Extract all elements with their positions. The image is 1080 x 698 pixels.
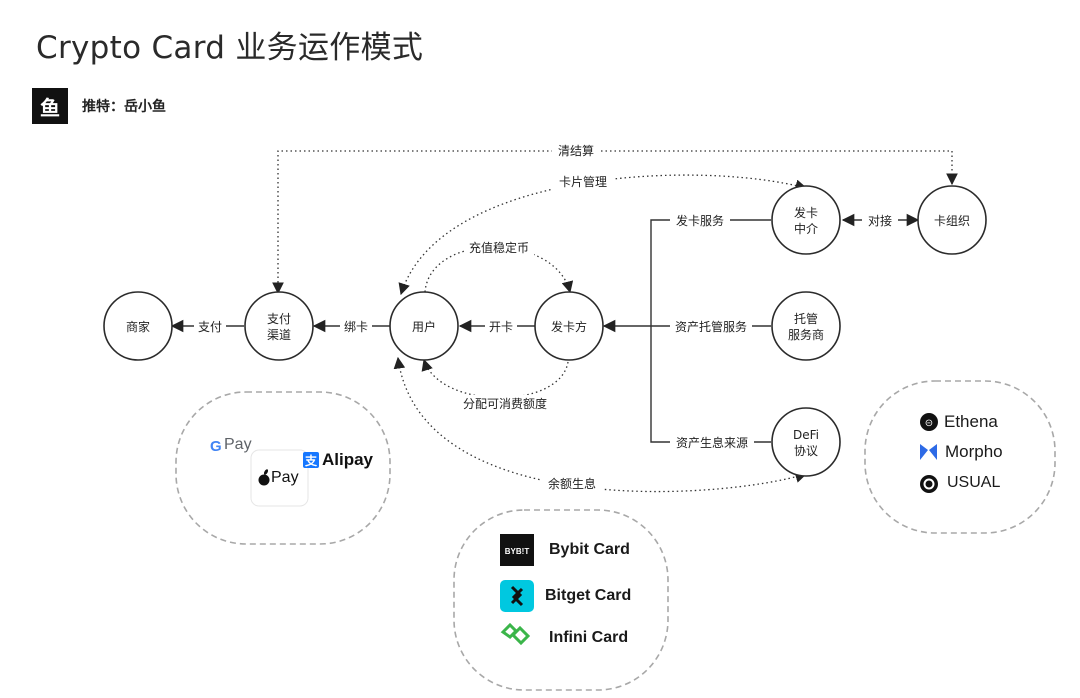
card-examples-group [453,509,669,691]
alipay-icon: 支 [303,452,319,468]
edge-quota [421,358,569,399]
edge-label-pay: 支付 [194,318,226,335]
svg-text:支: 支 [304,453,318,468]
usual-logo [920,475,938,493]
svg-text:清结算: 清结算 [558,143,594,158]
node-defi-label-1: DeFi [793,428,819,442]
svg-text:卡片管理: 卡片管理 [559,174,607,189]
bitget-logo [500,580,534,612]
google-g-icon: G [210,438,222,455]
node-pay-channel-label-1: 支付 [267,312,291,326]
author-logo: 鱼 [32,88,68,124]
edge-clearing [272,150,958,295]
svg-text:开卡: 开卡 [489,320,513,334]
apple-icon [258,469,270,486]
svg-text:对接: 对接 [868,213,892,228]
node-merchant-label: 商家 [126,319,150,334]
edge-label-open: 开卡 [485,318,517,335]
node-user-label: 用户 [412,319,436,334]
edge-label-quota: 分配可消费额度 [458,395,552,412]
morpho-label: Morpho [945,442,1003,461]
node-defi-label-2: 协议 [794,443,818,458]
node-intermediary: 发卡 中介 [771,185,841,255]
alipay-label: Alipay [322,450,374,469]
infini-logo [500,622,531,646]
edge-label-custody-service: 资产托管服务 [670,318,752,335]
edge-card-management [398,174,808,296]
svg-text:绑卡: 绑卡 [344,320,368,334]
edge-label-balance-yield: 余额生息 [542,475,602,492]
edge-label-bind: 绑卡 [340,318,372,335]
page-title: Crypto Card 业务运作模式 [36,30,424,66]
node-merchant: 商家 [103,291,173,361]
svg-text:BYB!T: BYB!T [505,547,530,556]
svg-text:余额生息: 余额生息 [548,476,596,491]
edge-label-issuing-service: 发卡服务 [670,212,730,229]
pay-examples-group [175,391,391,545]
node-card-org-label: 卡组织 [934,214,970,228]
svg-text:发卡服务: 发卡服务 [676,213,724,228]
svg-text:分配可消费额度: 分配可消费额度 [463,396,547,411]
svg-text:资产生息来源: 资产生息来源 [676,435,748,450]
node-pay-channel: 支付 渠道 [244,291,314,361]
edge-balance-yield [393,356,808,493]
node-intermediary-label-1: 发卡 [794,205,818,220]
author-label: 推特：岳小鱼 [82,99,166,115]
morpho-logo [920,444,937,460]
edge-label-yield-source: 资产生息来源 [670,434,754,451]
node-intermediary-label-2: 中介 [794,221,818,236]
bitget-card-label: Bitget Card [545,587,632,604]
ethena-logo: ⊝ [920,413,938,431]
node-custody-label-2: 服务商 [788,327,824,342]
edge-label-card-management: 卡片管理 [553,173,613,190]
svg-text:资产托管服务: 资产托管服务 [675,319,747,334]
svg-text:⊝: ⊝ [925,418,933,429]
edge-label-clearing: 清结算 [552,142,600,159]
edge-label-docking: 对接 [862,212,898,229]
node-issuer: 发卡方 [534,291,604,361]
google-pay-label: Pay [224,436,252,453]
author-badge: 鱼 推特：岳小鱼 [32,88,166,124]
infini-card-label: Infini Card [549,629,629,646]
svg-text:G: G [210,438,222,455]
bybit-logo: BYB!T [500,534,534,566]
bybit-card-label: Bybit Card [549,541,630,558]
ethena-label: Ethena [944,412,998,431]
node-custody-label-1: 托管 [794,311,818,326]
usual-label: USUAL [947,474,1001,491]
edge-label-recharge: 充值稳定币 [464,239,534,256]
defi-examples-group [864,380,1056,534]
svg-text:充值稳定币: 充值稳定币 [469,240,529,255]
apple-pay-tile [250,449,309,507]
node-card-org: 卡组织 [917,185,987,255]
node-user: 用户 [389,291,459,361]
node-pay-channel-label-2: 渠道 [267,328,291,342]
apple-pay-label: Pay [271,469,299,486]
node-defi: DeFi 协议 [771,407,841,477]
svg-text:支付: 支付 [198,320,222,334]
node-issuer-label: 发卡方 [551,319,587,334]
node-custody: 托管 服务商 [771,291,841,361]
